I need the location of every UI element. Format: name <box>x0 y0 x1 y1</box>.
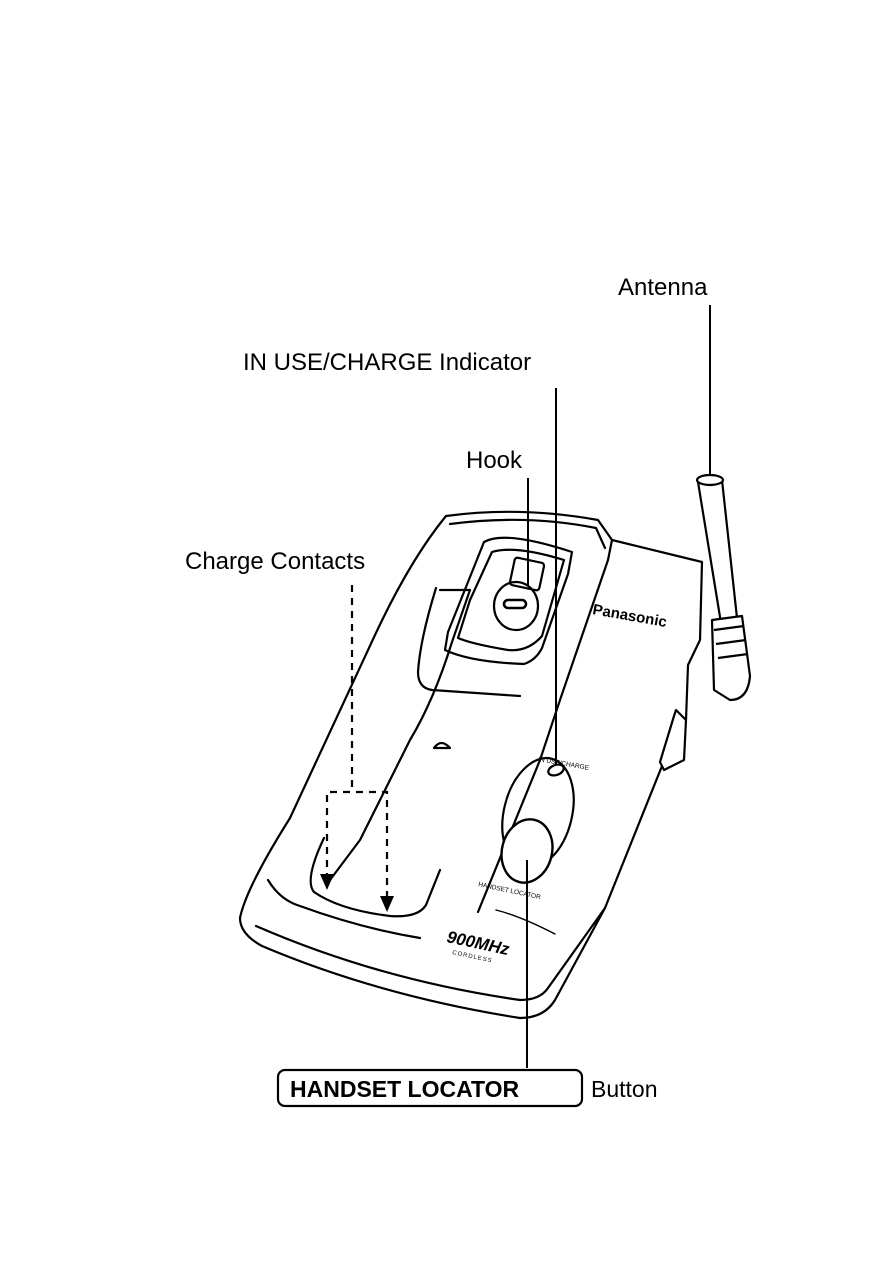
antenna-ring-1 <box>713 624 745 632</box>
label-hook: Hook <box>466 447 523 474</box>
antenna-ring-2 <box>715 638 747 646</box>
contact-arrow-right <box>380 896 394 912</box>
antenna-group <box>658 473 752 772</box>
label-locator-key: HANDSET LOCATOR <box>290 1076 520 1102</box>
indicator-lamp <box>547 763 565 777</box>
handset-seat-outer <box>443 536 574 666</box>
antenna-ring-3 <box>717 652 749 660</box>
hook-ring <box>492 580 540 632</box>
cradle-lip <box>266 878 422 940</box>
contact-arrow-left <box>320 874 334 890</box>
body-divider-line <box>495 909 556 935</box>
label-charge-contacts: Charge Contacts <box>185 548 365 575</box>
hook-latch <box>502 598 528 610</box>
label-indicator: IN USE/CHARGE Indicator <box>243 349 531 376</box>
platform-outline <box>328 588 472 882</box>
handset-locator-button[interactable] <box>495 814 559 888</box>
antenna-tip <box>695 473 725 487</box>
top-ridge <box>448 518 607 550</box>
seat-side-slope <box>416 586 522 698</box>
base-outer-outline <box>238 510 704 1020</box>
antenna-base <box>710 614 752 702</box>
charge-contacts-leaders <box>325 585 389 898</box>
cradle-bump <box>432 741 452 750</box>
contacts-dash-bracket <box>325 790 389 898</box>
base-unit-body <box>238 510 704 1020</box>
front-edge <box>254 906 607 1002</box>
label-antenna: Antenna <box>618 274 708 301</box>
cradle-well <box>309 836 442 918</box>
callout-lines <box>526 305 711 1068</box>
antenna-mount <box>658 708 688 772</box>
hook-slot <box>508 556 546 592</box>
brand-logo: Panasonic <box>591 601 668 631</box>
right-side-face <box>476 538 614 914</box>
label-locator-suffix: Button <box>591 1076 658 1102</box>
locator-keycap-frame <box>276 1068 584 1108</box>
handset-seat-inner <box>456 548 566 652</box>
